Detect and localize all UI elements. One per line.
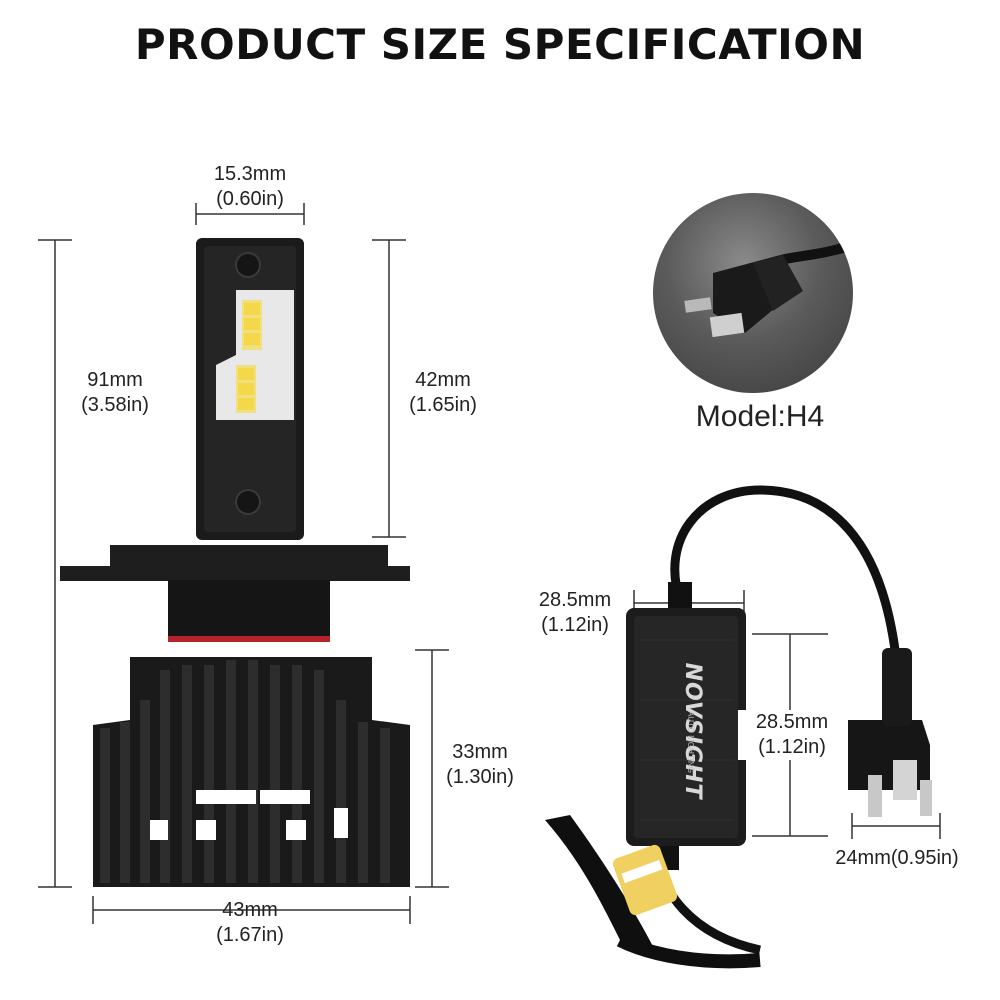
page-title: PRODUCT SIZE SPECIFICATION xyxy=(134,20,866,69)
chip-length-mm: 42mm xyxy=(415,369,471,391)
chip-length-label: 42mm (1.65in) xyxy=(383,368,503,418)
decoder-height-mm: 28.5mm xyxy=(755,711,829,733)
base-width-in: (1.67in) xyxy=(216,924,284,946)
h4-plug-photo xyxy=(653,193,853,393)
decoder-height-in: (1.12in) xyxy=(758,736,826,758)
model-label: Model:H4 xyxy=(695,400,825,433)
canbus-decoder xyxy=(545,485,932,969)
chip-width-mm: 15.3mm xyxy=(213,163,287,185)
dimension-lines xyxy=(38,203,941,924)
decoder-width-in: (1.12in) xyxy=(541,614,609,636)
chip-width-in: (0.60in) xyxy=(216,188,284,210)
decoder-height-label: 28.5mm (1.12in) xyxy=(738,710,846,760)
chip-width-label: 15.3mm (0.60in) xyxy=(170,162,330,212)
base-width-label: 43mm (1.67in) xyxy=(190,898,310,948)
base-height-label: 33mm (1.30in) xyxy=(420,740,540,790)
led-bulb xyxy=(60,238,410,887)
chip-length-in: (1.65in) xyxy=(409,394,477,416)
decoder-width-mm: 28.5mm xyxy=(538,589,612,611)
total-length-mm: 91mm xyxy=(87,369,143,391)
decoder-brand-subtext: AUTO LIGHTING xyxy=(686,710,695,774)
decoder-width-label: 28.5mm (1.12in) xyxy=(516,588,634,638)
base-width-mm: 43mm xyxy=(222,899,278,921)
plug-width-label: 24mm(0.95in) xyxy=(835,847,959,869)
total-length-in: (3.58in) xyxy=(81,394,149,416)
total-length-label: 91mm (3.58in) xyxy=(55,368,175,418)
base-height-in: (1.30in) xyxy=(446,766,514,788)
base-height-mm: 33mm xyxy=(452,741,508,763)
